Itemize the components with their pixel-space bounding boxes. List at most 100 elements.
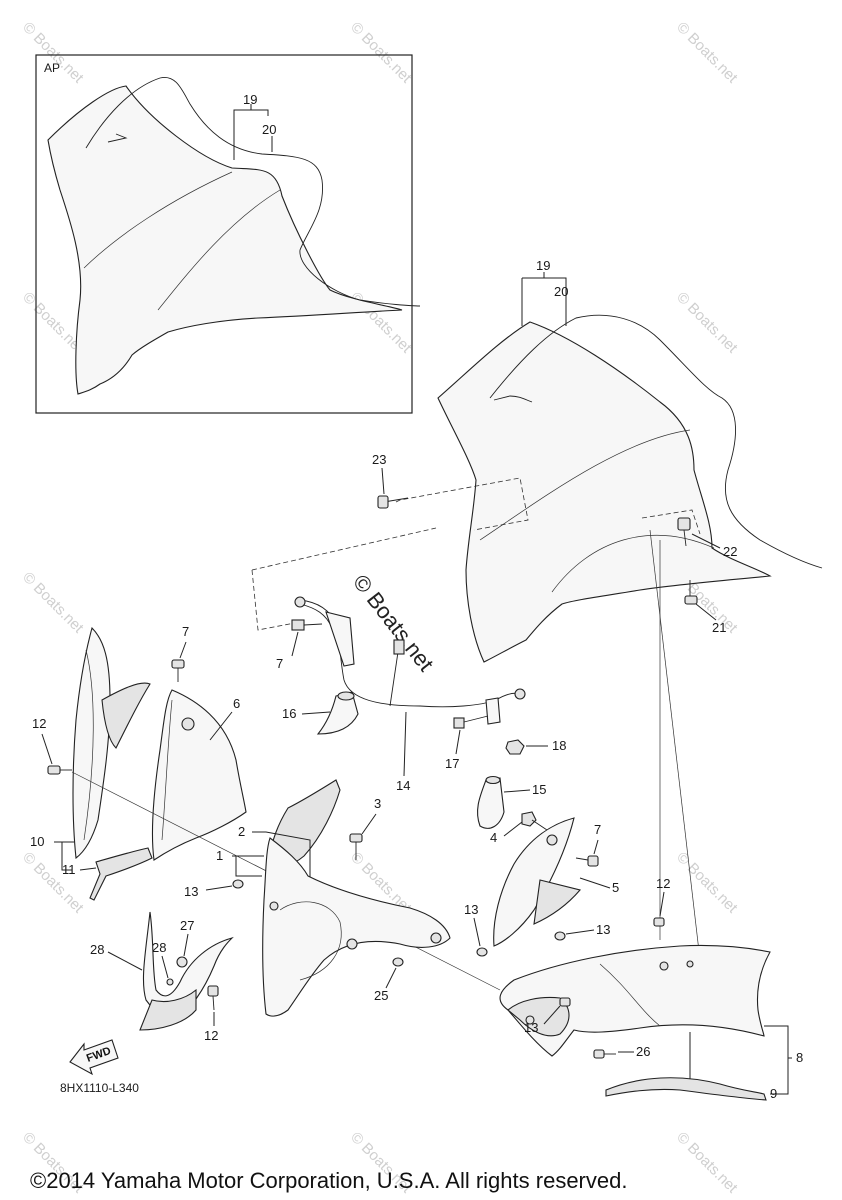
side-panel-10: 10 — [30, 626, 151, 871]
stay-bracket-left — [325, 611, 355, 667]
nut-18: 18 — [505, 738, 566, 755]
callout-18: 18 — [552, 738, 566, 753]
callout-20-main: 20 — [554, 284, 568, 299]
inner-panel-5: 5 — [493, 817, 619, 947]
washer-13-d: 25 — [374, 957, 404, 1003]
bolt-22 — [677, 517, 691, 547]
grommet-16: 16 — [282, 691, 359, 735]
diagram-code: 8HX1110-L340 — [60, 1081, 139, 1095]
mount-dash-outline-right — [641, 509, 701, 535]
callout-7-lower: 7 — [594, 822, 601, 837]
mount-dash-outline — [395, 477, 529, 531]
watermark: © Boats.net — [19, 19, 87, 87]
inset-windshield-inner — [83, 171, 233, 269]
callout-20: 20 — [262, 122, 276, 137]
inset-trim-strip — [85, 76, 421, 307]
callout-3: 3 — [374, 796, 381, 811]
callout-19: 19 — [243, 92, 257, 107]
inset-windshield — [47, 85, 403, 395]
bolt-24: 7 — [276, 619, 323, 671]
callout-23: 23 — [372, 452, 386, 467]
inner-panel-6: 6 — [151, 689, 247, 861]
screw-26: 12 — [204, 985, 219, 1043]
copyright-notice: ©2014 Yamaha Motor Corporation, U.S.A. A… — [30, 1168, 627, 1193]
nut-4: 4 — [490, 811, 557, 845]
callout-15: 15 — [532, 782, 546, 797]
watermark: © Boats.net — [19, 569, 87, 637]
callout-27: 27 — [180, 918, 194, 933]
callout-14: 14 — [396, 778, 410, 793]
callout-13-b: 13 — [464, 902, 478, 917]
callout-26: 12 — [204, 1028, 218, 1043]
front-cowl-25: 28 — [90, 911, 234, 1031]
watermark: © Boats.net — [347, 19, 415, 87]
callout-17: 17 — [445, 756, 459, 771]
inset-trim-hook — [107, 133, 128, 143]
callout-12-left: 12 — [32, 716, 46, 731]
windshield-crease — [551, 535, 715, 593]
callout-19-main: 19 — [536, 258, 550, 273]
screw-7-upper: 7 — [171, 624, 189, 682]
bolt-23 — [377, 495, 409, 509]
screw-12-c: 13 — [524, 997, 571, 1035]
upper-cowling-1: 1 — [216, 837, 451, 1017]
bolt-21 — [684, 580, 698, 605]
screw-12-b: 12 — [653, 876, 670, 927]
screw-12-d: 26 — [593, 1044, 650, 1059]
trim-piece-11: 11 — [62, 847, 153, 901]
watermark: © Boats.net — [673, 289, 741, 357]
stay-post — [393, 639, 405, 655]
callout-11: 11 — [62, 862, 76, 877]
callout-4: 4 — [490, 830, 497, 845]
callout-2: 2 — [238, 824, 245, 839]
fwd-arrow-icon: FWD — [69, 1039, 119, 1076]
callout-5: 5 — [612, 880, 619, 895]
watermark: © Boats.net — [673, 849, 741, 917]
callout-6: 6 — [233, 696, 240, 711]
stay-14: 14 — [294, 596, 526, 793]
inset-windshield-crease — [157, 189, 281, 311]
callout-22: 22 — [723, 544, 737, 559]
inset-bracket-19 — [233, 104, 269, 160]
washer-13-a: 13 — [184, 879, 244, 899]
fastener-27: 27 — [176, 918, 194, 968]
inset-ap-box: AP 19 20 — [35, 54, 421, 414]
screw-7-lower: 7 — [575, 822, 601, 867]
callout-13-d: 25 — [374, 988, 388, 1003]
bracket-19 — [521, 272, 567, 326]
callout-25: 28 — [90, 942, 104, 957]
fastener-28: 28 — [152, 940, 174, 986]
callout-16: 16 — [282, 706, 296, 721]
alignment-line-right2 — [649, 529, 701, 961]
stay-end-cap — [294, 596, 306, 608]
inset-label: AP — [44, 61, 60, 75]
washer-13-c: 13 — [554, 922, 610, 941]
watermark: © Boats.net — [673, 1129, 741, 1197]
trim-strip-9: 9 — [605, 1077, 777, 1101]
callout-28: 28 — [152, 940, 166, 955]
washer-13-b: 13 — [464, 902, 488, 957]
callout-9: 9 — [770, 1086, 777, 1101]
stay-bracket-right — [485, 697, 501, 725]
side-cowling-8: 8 — [499, 944, 803, 1095]
windshield-trim-hook — [493, 395, 533, 403]
windshield — [437, 321, 772, 663]
screw-12-left: 12 — [32, 716, 72, 775]
watermark: © Boats.net — [673, 19, 741, 87]
bolt-17: 17 — [445, 715, 489, 771]
fasteners-windshield: 23 22 21 — [372, 452, 737, 635]
callout-13-c: 13 — [596, 922, 610, 937]
callout-7-upper: 7 — [182, 624, 189, 639]
stay-end-cap-right — [514, 688, 526, 700]
stay-riser — [389, 651, 399, 707]
callout-12-d: 26 — [636, 1044, 650, 1059]
callout-21: 21 — [712, 620, 726, 635]
main-windshield-group: 19 20 — [251, 258, 823, 663]
callout-13-a: 13 — [184, 884, 198, 899]
screw-3: 3 — [349, 796, 381, 860]
callout-12-c: 13 — [524, 1020, 538, 1035]
callout-8: 8 — [796, 1050, 803, 1065]
callout-24: 7 — [276, 656, 283, 671]
